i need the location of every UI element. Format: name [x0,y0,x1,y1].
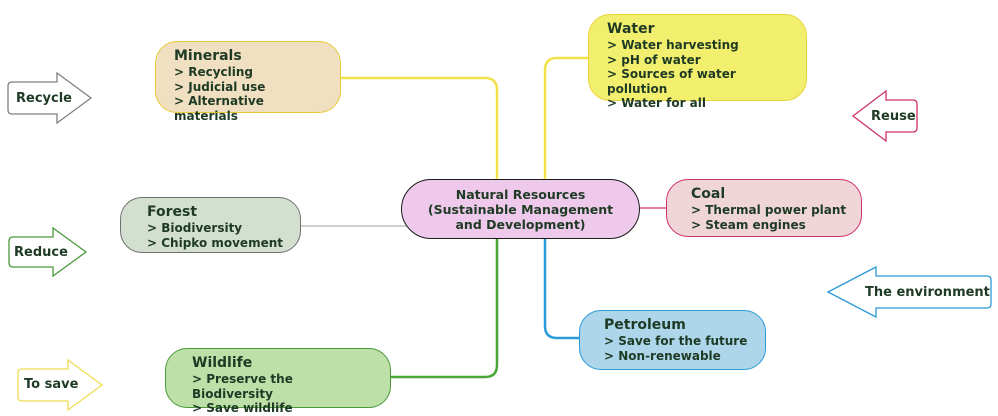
branch-item: > Water for all [607,96,706,110]
branch-forest: Forest > Biodiversity > Chipko movement [120,197,301,253]
connector-petroleum [543,239,580,340]
branch-item: > Steam engines [691,217,806,232]
central-topic: Natural Resources (Sustainable Managemen… [401,179,640,239]
arrow-recycle-shape [7,71,93,125]
branch-petroleum: Petroleum > Save for the future > Non-re… [579,310,766,370]
branch-item: > Save for the future [604,334,748,348]
branch-title: Coal [691,186,726,202]
arrow-reduce-shape [8,226,88,278]
arrow-environment-shape [826,265,992,319]
branch-item: > Chipko movement [147,235,283,250]
branch-title: Water [607,21,655,37]
branch-item: > Recycling [174,65,254,79]
central-topic-line: and Development) [455,217,586,232]
arrow-to-save-shape [17,358,104,412]
arrow-to-save-label: To save [24,377,79,392]
arrow-reuse-shape [851,89,918,143]
branch-item: > Sources of water pollution [607,67,736,96]
branch-title: Minerals [174,48,242,64]
central-topic-line: (Sustainable Management [427,202,614,217]
central-topic-line: Natural Resources [455,187,586,202]
branch-water: Water > Water harvesting > pH of water >… [588,14,807,110]
branch-item: > Judicial use [174,79,266,94]
branch-title: Forest [147,204,198,220]
connector-water [543,56,590,179]
branch-item: > Thermal power plant [691,203,847,217]
connector-minerals [340,76,499,179]
arrow-environment-label: The environment [865,285,990,300]
branch-item: > Alternative materials [174,94,264,123]
branch-item: > pH of water [607,52,701,67]
arrow-recycle-label: Recycle [16,91,72,106]
branch-item: > Preserve the Biodiversity [192,372,293,401]
branch-item: > Water harvesting [607,38,739,52]
branch-item: > Save wildlife [192,401,293,415]
branch-title: Petroleum [604,317,686,333]
branch-item: > Biodiversity [147,221,243,235]
connector-wildlife [390,239,499,379]
arrow-reuse-label: Reuse [871,109,916,124]
branch-wildlife: Wildlife > Preserve the Biodiversity > S… [165,348,391,415]
branch-title: Wildlife [192,355,253,371]
branch-item: > Non-renewable [604,348,721,363]
branch-coal: Coal > Thermal power plant > Steam engin… [666,179,862,237]
branch-minerals: Minerals > Recycling > Judicial use > Al… [155,41,341,123]
arrow-reduce-label: Reduce [14,245,68,260]
